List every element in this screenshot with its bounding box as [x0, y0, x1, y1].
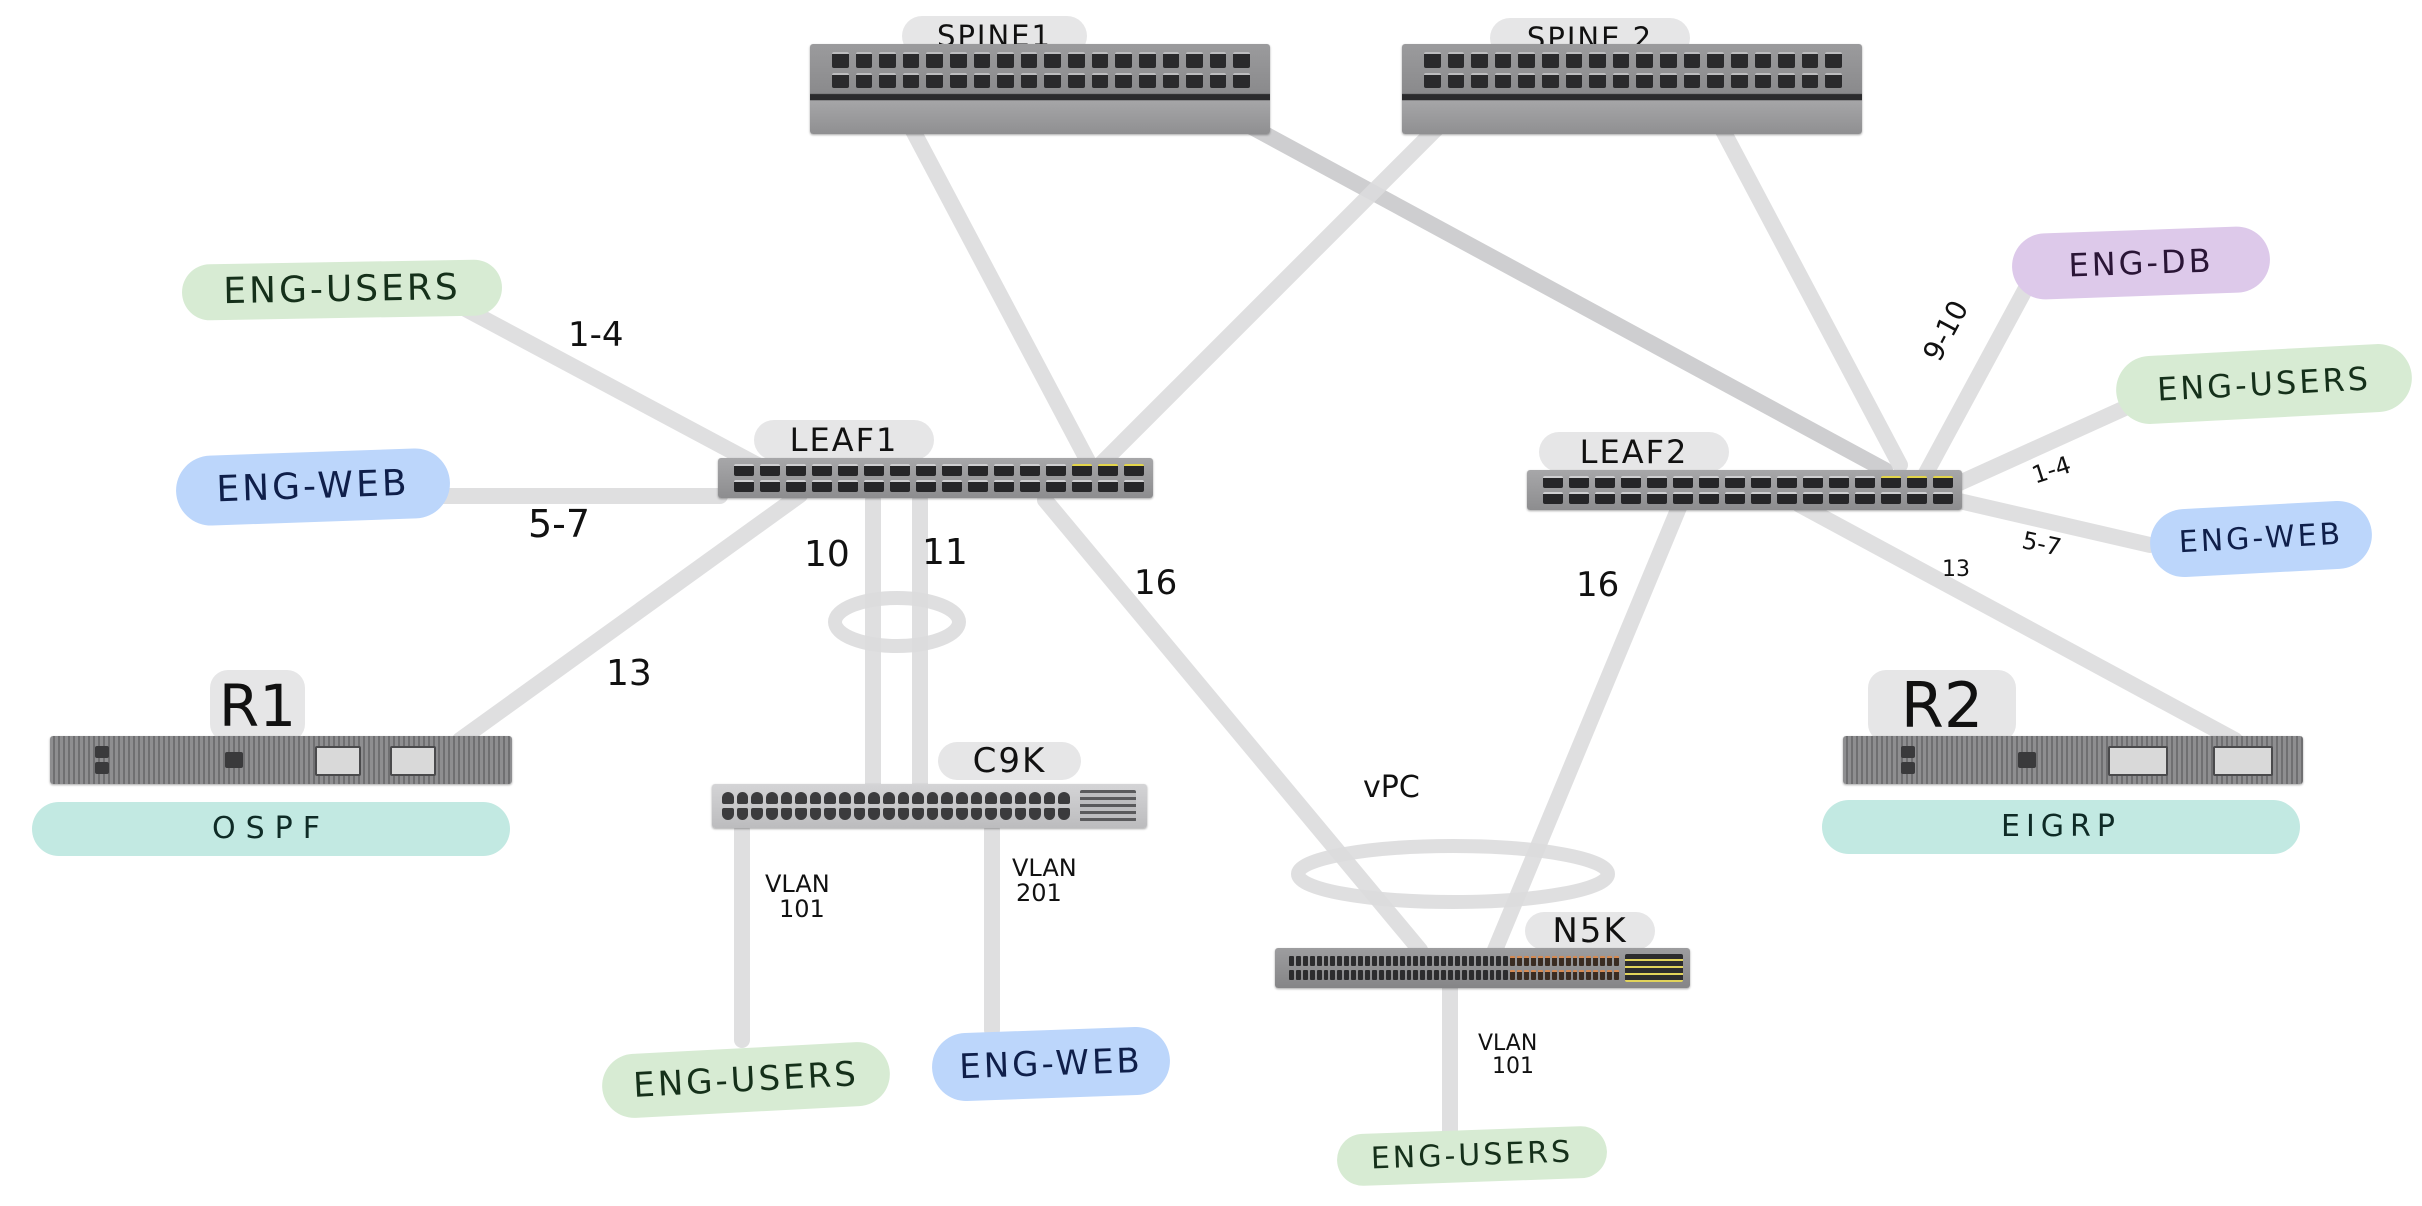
vlan-label-c9k-users-line1: VLAN: [765, 870, 830, 898]
device-leaf2[interactable]: LEAF2: [1527, 428, 1962, 510]
device-label-r1: R1: [210, 670, 305, 742]
link-leaf2-eng-db: [1917, 282, 2033, 483]
port-label-leaf1-web: 5-7: [528, 502, 591, 546]
port-label-leaf2-n5k: 16: [1576, 565, 1620, 605]
device-spine2[interactable]: SPINE 2: [1402, 12, 1862, 134]
link-spine2-leaf2: [1712, 117, 1908, 473]
device-label-leaf1: LEAF1: [754, 420, 934, 460]
vlan-label-c9k-users-line2: 101: [779, 895, 825, 924]
leaf1-chassis: [718, 458, 1153, 498]
r1-chassis: [50, 736, 512, 784]
spine1-ports: [832, 52, 1250, 88]
link-spine1-leaf1: [902, 117, 1098, 473]
leaf2-chassis: [1527, 470, 1962, 510]
protocol-badge-eigrp: EIGRP: [1822, 800, 2300, 854]
segment-leaf1-eng-users[interactable]: ENG-USERS: [181, 259, 503, 321]
r2-chassis: [1843, 736, 2303, 784]
device-label-r2: R2: [1868, 670, 2016, 742]
leaf1-ports: [734, 464, 1144, 492]
device-label-leaf2: LEAF2: [1539, 432, 1729, 472]
port-channel-ring-c9k: [828, 591, 966, 653]
vlan-label-c9k-users: VLAN 101: [765, 870, 830, 924]
leaf2-ports: [1543, 476, 1953, 504]
vlan-label-n5k-users-line2: 101: [1492, 1054, 1534, 1080]
link-leaf2-r2: [1792, 497, 2243, 748]
segment-leaf2-eng-db[interactable]: ENG-DB: [2010, 225, 2272, 301]
vpc-label: vPC: [1363, 770, 1420, 805]
vlan-label-n5k-users: VLAN 101: [1478, 1032, 1537, 1078]
link-leaf1-r1: [452, 487, 808, 748]
port-label-leaf1-c9k-11: 11: [922, 532, 968, 573]
c9k-chassis: [712, 784, 1147, 828]
vlan-label-c9k-web: VLAN 201: [1012, 854, 1077, 908]
vlan-label-c9k-web-line1: VLAN: [1012, 854, 1077, 882]
device-n5k[interactable]: N5K: [1275, 912, 1690, 990]
link-spine1-leaf2: [1157, 72, 1893, 478]
port-label-leaf1-r1: 13: [606, 653, 652, 694]
segment-c9k-eng-web[interactable]: ENG-WEB: [930, 1025, 1172, 1103]
c9k-ports: [722, 792, 1070, 820]
spine2-ports: [1424, 52, 1842, 88]
device-label-c9k: C9K: [938, 742, 1081, 780]
segment-leaf1-eng-web[interactable]: ENG-WEB: [174, 447, 452, 527]
protocol-badge-ospf: OSPF: [32, 802, 510, 856]
device-c9k[interactable]: C9K: [712, 742, 1147, 830]
device-r1[interactable]: R1: [50, 670, 512, 785]
link-leaf1-eng-users: [437, 290, 803, 493]
port-label-leaf1-users: 1-4: [568, 315, 624, 355]
n5k-chassis: [1275, 948, 1690, 988]
device-r2[interactable]: R2: [1843, 670, 2303, 785]
port-label-leaf1-n5k: 16: [1134, 563, 1178, 603]
n5k-ports: [1289, 956, 1619, 980]
link-leaf2-n5k: [1487, 497, 1688, 958]
device-spine1[interactable]: SPINE1: [810, 12, 1270, 134]
link-leaf1-n5k: [1037, 492, 1428, 958]
device-leaf1[interactable]: LEAF1: [718, 418, 1153, 500]
link-leaf2-eng-users: [1947, 400, 2133, 493]
vpc-ring-n5k: [1291, 839, 1615, 909]
port-label-leaf2-r2: 13: [1942, 557, 1970, 582]
link-leaf2-eng-web: [1947, 492, 2158, 553]
segment-leaf2-eng-web[interactable]: ENG-WEB: [2148, 499, 2374, 579]
spine1-chassis: [810, 44, 1270, 134]
port-label-leaf1-c9k-10: 10: [804, 534, 850, 575]
segment-n5k-eng-users[interactable]: ENG-USERS: [1336, 1125, 1608, 1187]
vlan-label-n5k-users-line1: VLAN: [1478, 1031, 1538, 1056]
link-spine2-leaf1: [1092, 112, 1453, 473]
vlan-label-c9k-web-line2: 201: [1016, 879, 1062, 908]
device-label-n5k: N5K: [1525, 912, 1655, 950]
spine2-chassis: [1402, 44, 1862, 134]
